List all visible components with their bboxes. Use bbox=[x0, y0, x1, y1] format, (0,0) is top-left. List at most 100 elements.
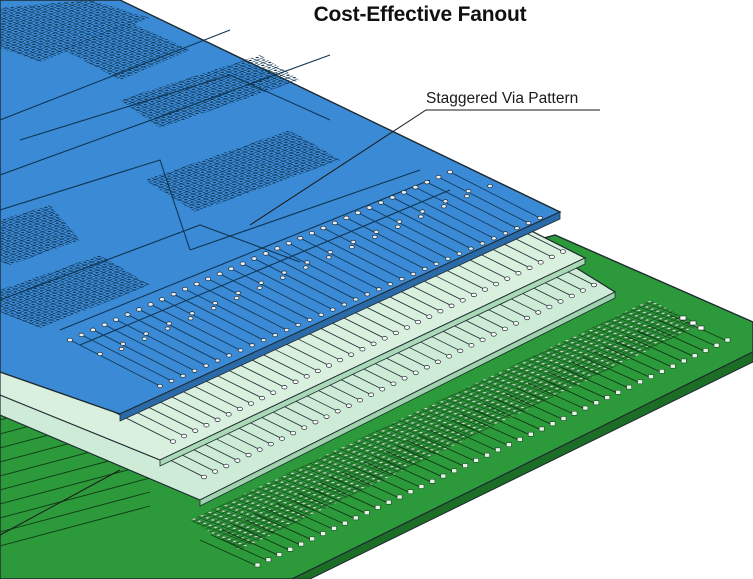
trace-pad bbox=[379, 387, 386, 392]
via-pad bbox=[422, 266, 428, 271]
via-pad bbox=[216, 271, 223, 276]
trace-pad bbox=[290, 430, 297, 436]
via-pad bbox=[376, 287, 382, 292]
top-board-edge bbox=[119, 211, 561, 422]
via-pad bbox=[226, 353, 232, 358]
callout-leader-top bbox=[249, 109, 600, 226]
trace-pad bbox=[203, 423, 210, 428]
trace-pad bbox=[357, 398, 363, 403]
via-pad bbox=[143, 331, 149, 336]
smd-pad bbox=[604, 395, 611, 400]
trace-pad bbox=[381, 336, 388, 341]
via-pad bbox=[479, 241, 486, 246]
trace-pad bbox=[415, 319, 422, 325]
smd-pad bbox=[298, 541, 304, 547]
smd-pad bbox=[276, 552, 283, 557]
via-pad bbox=[396, 219, 403, 224]
trace-pad bbox=[281, 385, 288, 390]
via-pad bbox=[203, 363, 209, 368]
via-pad bbox=[136, 307, 143, 312]
via-pad bbox=[377, 200, 384, 205]
via-pad bbox=[502, 231, 509, 236]
via-pad bbox=[249, 343, 255, 348]
via-pad bbox=[189, 311, 195, 316]
via-pad bbox=[400, 190, 407, 195]
via-pad bbox=[256, 285, 263, 290]
trace-pad bbox=[359, 347, 366, 352]
via-pad bbox=[537, 215, 543, 221]
via-pad bbox=[279, 275, 286, 280]
via-pad bbox=[67, 337, 73, 343]
inner-layer-2-edge bbox=[199, 291, 616, 507]
via-pad bbox=[387, 282, 394, 287]
smd-pad bbox=[724, 337, 731, 343]
via-pad bbox=[239, 261, 246, 266]
via-pad bbox=[447, 169, 453, 175]
via-pad bbox=[262, 251, 269, 256]
via-pad bbox=[364, 292, 371, 297]
smd-pad bbox=[582, 405, 589, 411]
via-pad bbox=[212, 301, 218, 306]
smd-pad bbox=[418, 484, 425, 489]
via-pad bbox=[308, 230, 315, 236]
via-pad bbox=[329, 307, 336, 312]
trace-pad bbox=[468, 343, 475, 348]
smd-pad bbox=[484, 452, 490, 458]
trace-pad bbox=[426, 314, 433, 319]
via-pad bbox=[327, 250, 334, 255]
via-pad bbox=[349, 245, 355, 250]
bottom-board-edge bbox=[291, 351, 753, 579]
via-pad bbox=[233, 295, 240, 301]
via-pad bbox=[78, 332, 85, 338]
via-pad bbox=[395, 224, 401, 229]
via-pad bbox=[326, 255, 332, 260]
via-pad bbox=[465, 189, 472, 194]
callout-label: Staggered Via Pattern bbox=[426, 90, 579, 107]
via-pad bbox=[258, 280, 264, 285]
trace-pad bbox=[548, 254, 555, 260]
trace-pad bbox=[212, 469, 219, 474]
via-pad bbox=[251, 256, 258, 261]
trace-pad bbox=[401, 376, 408, 381]
trace-pad bbox=[513, 321, 519, 326]
bga-grid-1 bbox=[0, 0, 150, 62]
smd-pad bbox=[571, 411, 578, 416]
smd-pad bbox=[670, 363, 676, 369]
smd-pad bbox=[473, 458, 479, 463]
smd-pad bbox=[287, 547, 294, 552]
trace-pad bbox=[201, 474, 207, 480]
smd-pad bbox=[254, 562, 261, 568]
via-pad bbox=[441, 204, 447, 209]
trace-pad bbox=[303, 374, 310, 379]
via-pad bbox=[331, 220, 338, 226]
via-pad bbox=[412, 185, 419, 190]
trace-pad bbox=[504, 276, 511, 281]
trace-pad bbox=[345, 403, 352, 408]
via-pad bbox=[170, 292, 177, 297]
via-pad bbox=[442, 199, 449, 204]
smd-pad bbox=[495, 447, 501, 453]
trace-pad bbox=[412, 370, 419, 375]
trace-pad bbox=[181, 433, 188, 439]
via-pad bbox=[124, 312, 131, 317]
via-pad bbox=[410, 271, 417, 277]
via-pad bbox=[272, 333, 278, 338]
via-pad bbox=[274, 246, 281, 251]
via-pad bbox=[487, 183, 493, 189]
via-pad bbox=[120, 341, 126, 346]
trace-pad bbox=[404, 325, 410, 330]
via-pad bbox=[350, 239, 357, 245]
trace-pad bbox=[256, 447, 263, 452]
smd-pad bbox=[538, 426, 545, 432]
via-pad bbox=[456, 251, 463, 256]
diagram-title: Cost-Effective Fanout bbox=[313, 3, 527, 26]
smd-pad bbox=[331, 526, 337, 531]
trace-pad bbox=[459, 298, 466, 303]
trace-pad bbox=[579, 288, 586, 293]
via-pad bbox=[341, 302, 347, 307]
trace-pad bbox=[223, 463, 230, 469]
smd-pad bbox=[385, 499, 392, 505]
smd-pad bbox=[593, 400, 600, 406]
smd-pad bbox=[637, 379, 643, 385]
trace-pad bbox=[279, 436, 285, 441]
